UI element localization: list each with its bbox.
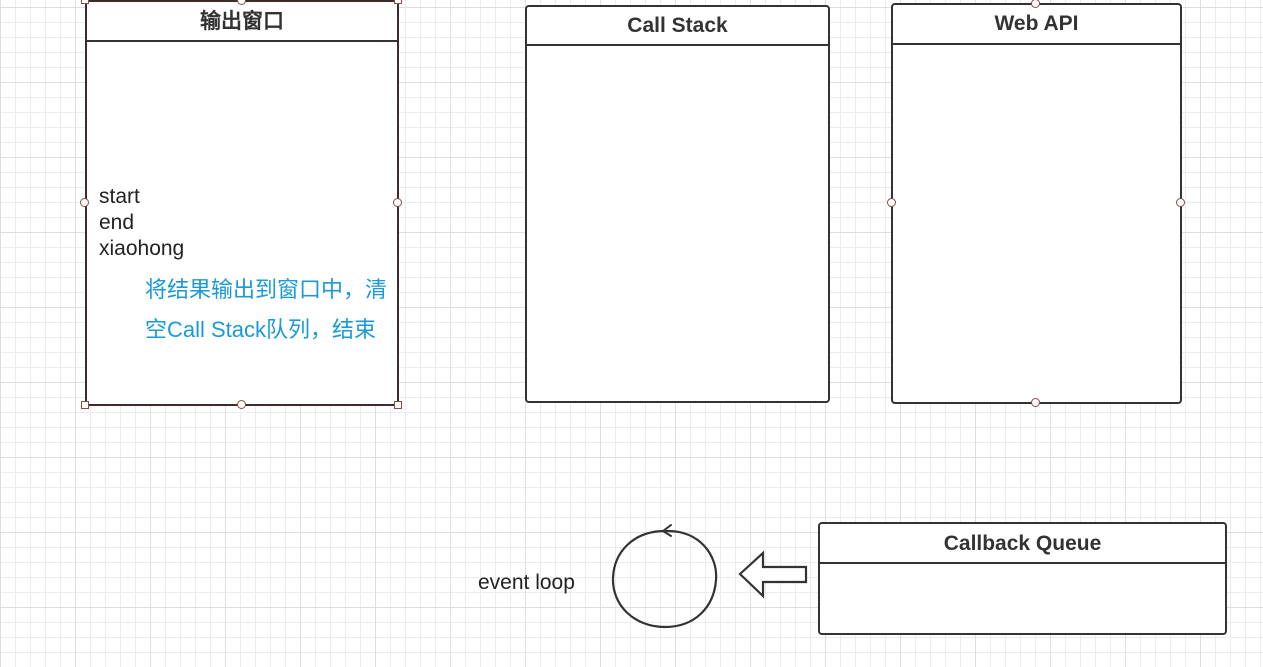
web-api-connect-right[interactable] [1176,198,1185,207]
call-stack-box[interactable]: Call Stack [525,5,830,403]
web-api-connect-bottom[interactable] [1031,398,1040,407]
callback-queue-box[interactable]: Callback Queue [818,522,1227,635]
output-window-box[interactable]: 输出窗口 start end xiaohong [85,0,399,406]
resize-handle-top-right[interactable] [394,0,402,4]
web-api-title: Web API [893,5,1180,45]
web-api-connect-top[interactable] [1031,0,1040,8]
event-loop-label: event loop [478,571,575,594]
output-window-title: 输出窗口 [87,2,397,42]
arrow-left-icon[interactable] [738,550,808,599]
annotation-text[interactable]: 将结果输出到窗口中，清空Call Stack队列，结束 [145,277,388,342]
resize-handle-bottom-right[interactable] [394,401,402,409]
output-line-start: start [99,185,140,208]
connect-handle-bottom[interactable] [237,400,246,409]
resize-handle-top-left[interactable] [81,0,89,4]
web-api-box[interactable]: Web API [891,3,1182,404]
web-api-connect-left[interactable] [887,198,896,207]
output-line-xiaohong: xiaohong [99,237,185,260]
callback-queue-title: Callback Queue [820,524,1225,564]
connect-handle-left[interactable] [80,198,89,207]
output-line-end: end [99,211,135,234]
call-stack-title: Call Stack [527,7,828,46]
loop-circle-icon[interactable] [611,524,718,629]
connect-handle-top[interactable] [237,0,246,5]
output-lines: start end xiaohong [99,184,184,262]
resize-handle-bottom-left[interactable] [81,401,89,409]
connect-handle-right[interactable] [393,198,402,207]
